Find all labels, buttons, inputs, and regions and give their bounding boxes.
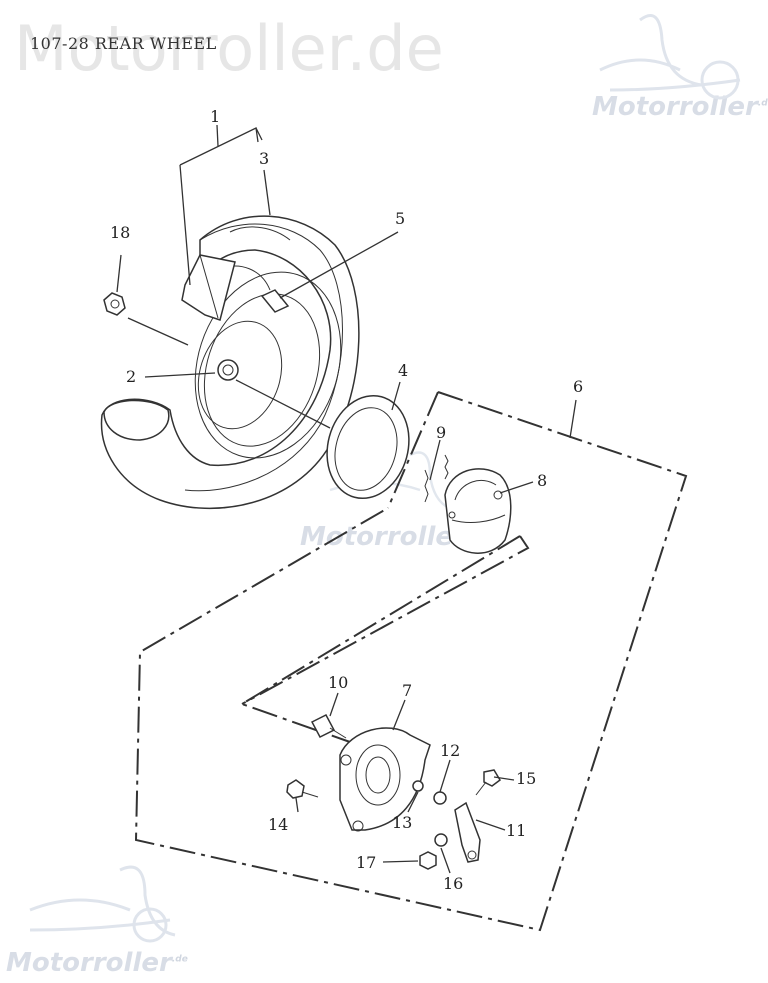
bolt xyxy=(310,714,347,739)
label-8: 8 xyxy=(537,471,547,490)
label-11: 11 xyxy=(506,821,526,840)
rear-wheel-tire xyxy=(100,215,360,510)
label-9: 9 xyxy=(436,423,446,442)
watermark-motorroller-de: Motorroller.de xyxy=(14,12,444,85)
assembly-outline-dashed xyxy=(134,391,688,932)
label-17: 17 xyxy=(356,853,376,872)
wheel-hub xyxy=(217,359,239,381)
brake-shoes xyxy=(444,468,512,554)
label-14: 14 xyxy=(268,815,288,834)
nut xyxy=(434,833,448,847)
hex-nut xyxy=(419,851,437,870)
label-10: 10 xyxy=(328,673,348,692)
brake-drum-seal xyxy=(326,394,410,500)
group-bracket-1 xyxy=(179,127,263,286)
label-15: 15 xyxy=(516,769,536,788)
label-13: 13 xyxy=(392,813,412,832)
scooter-watermark-icon xyxy=(29,865,176,943)
label-5: 5 xyxy=(395,209,405,228)
diagram-title: 107-28 REAR WHEEL xyxy=(30,34,217,53)
label-6: 6 xyxy=(573,377,583,396)
axle-nut xyxy=(103,292,126,316)
scooter-watermark-icon xyxy=(599,14,741,100)
label-3: 3 xyxy=(259,149,269,168)
watermark-logo-top-right: Motorroller.de xyxy=(592,92,768,122)
part-number-labels: 1 2 3 4 5 6 7 8 9 10 11 12 13 14 15 16 1… xyxy=(110,107,583,893)
label-7: 7 xyxy=(402,681,412,700)
brake-panel xyxy=(339,727,431,832)
label-18: 18 xyxy=(110,223,130,242)
felt-washer xyxy=(433,791,447,805)
brake-arm xyxy=(454,801,481,863)
hex-bolt xyxy=(286,779,319,799)
watermark-logo-bottom-left: Motorroller.de xyxy=(6,948,188,978)
label-4: 4 xyxy=(398,361,408,380)
label-12: 12 xyxy=(440,741,460,760)
label-1: 1 xyxy=(210,107,220,126)
washer xyxy=(412,780,424,792)
label-2: 2 xyxy=(126,367,136,386)
label-16: 16 xyxy=(443,874,463,893)
brake-springs xyxy=(424,454,449,503)
leader-lines xyxy=(116,124,577,874)
brake-arm-bolt xyxy=(475,769,501,796)
valve-stem xyxy=(260,289,290,313)
inner-tube-valve xyxy=(181,254,236,321)
